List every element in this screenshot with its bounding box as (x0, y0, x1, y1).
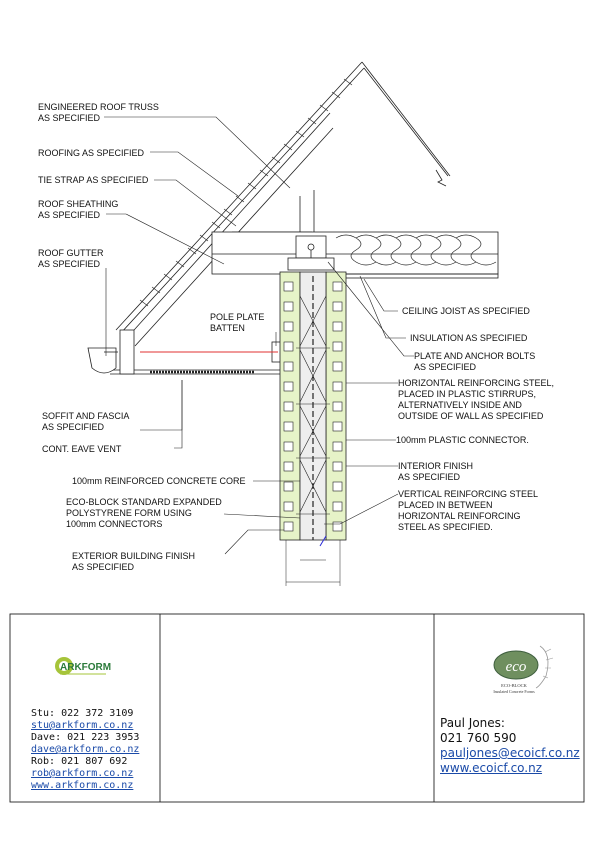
label-tie-strap: TIE STRAP AS SPECIFIED (38, 175, 149, 185)
contact-paul-name: Paul Jones: (440, 716, 505, 730)
contact-phone: 021 807 692 (61, 756, 128, 767)
contact-name: Rob: (31, 756, 56, 767)
contact-name: Stu: (31, 708, 56, 719)
svg-text:eco: eco (506, 659, 527, 675)
contact-dave: Dave: 021 223 3953 (31, 732, 139, 744)
label-eave-vent: CONT. EAVE VENT (42, 444, 122, 454)
title-block-frame (9, 613, 585, 803)
label-roof-truss: ENGINEERED ROOF TRUSS AS SPECIFIED (38, 102, 161, 123)
label-plastic-connector: 100mm PLASTIC CONNECTOR. (396, 435, 529, 445)
label-concrete-core: 100mm REINFORCED CONCRETE CORE (72, 476, 246, 486)
email-link-paul[interactable]: pauljones@ecoicf.co.nz (440, 746, 580, 760)
contact-stu: Stu: 022 372 3109 (31, 708, 139, 720)
label-pole-plate: POLE PLATE BATTEN (210, 312, 267, 333)
email-link-stu[interactable]: stu@arkform.co.nz (31, 720, 134, 731)
contact-rob: Rob: 021 807 692 (31, 756, 139, 768)
label-roof-gutter: ROOF GUTTER AS SPECIFIED (38, 248, 106, 269)
label-soffit-fascia: SOFFIT AND FASCIA AS SPECIFIED (42, 411, 131, 432)
ecoblock-logo: eco ECO-BLOCK Insulated Concrete Forms (493, 645, 554, 694)
svg-text:Insulated Concrete Forms: Insulated Concrete Forms (493, 689, 535, 694)
contact-name: Dave: (31, 732, 62, 743)
label-plate-bolts: PLATE AND ANCHOR BOLTS AS SPECIFIED (414, 351, 538, 372)
ecoblock-contact: Paul Jones: 021 760 590 pauljones@ecoicf… (440, 716, 580, 776)
label-insulation: INSULATION AS SPECIFIED (410, 333, 528, 343)
arkform-logo: ARKFORM (55, 657, 111, 675)
website-link-arkform[interactable]: www.arkform.co.nz (31, 780, 134, 791)
contact-phone: 022 372 3109 (61, 708, 134, 719)
arkform-contacts: Stu: 022 372 3109 stu@arkform.co.nz Dave… (31, 708, 139, 792)
svg-text:ECO-BLOCK: ECO-BLOCK (501, 683, 528, 688)
icf-wall (279, 271, 347, 586)
annotation-labels: ENGINEERED ROOF TRUSS AS SPECIFIED ROOFI… (38, 102, 557, 572)
label-eps-form: ECO-BLOCK STANDARD EXPANDED POLYSTYRENE … (66, 497, 224, 529)
label-horizontal-steel: HORIZONTAL REINFORCING STEEL, PLACED IN … (398, 378, 557, 421)
email-link-rob[interactable]: rob@arkform.co.nz (31, 768, 134, 779)
label-ceiling-joist: CEILING JOIST AS SPECIFIED (402, 306, 530, 316)
label-interior-finish: INTERIOR FINISH AS SPECIFIED (398, 461, 476, 482)
contact-phone: 021 223 3953 (67, 732, 140, 743)
contact-paul-phone: 021 760 590 (440, 731, 517, 745)
website-link-ecoicf[interactable]: www.ecoicf.co.nz (440, 761, 543, 775)
label-exterior-finish: EXTERIOR BUILDING FINISH AS SPECIFIED (72, 551, 198, 572)
svg-text:ARKFORM: ARKFORM (60, 662, 111, 673)
label-roofing: ROOFING AS SPECIFIED (38, 148, 145, 158)
email-link-dave[interactable]: dave@arkform.co.nz (31, 744, 140, 755)
label-roof-sheathing: ROOF SHEATHING AS SPECIFIED (38, 199, 121, 220)
leader-lines (104, 116, 414, 555)
roof-assembly (87, 61, 499, 375)
label-vertical-steel: VERTICAL REINFORCING STEEL PLACED IN BET… (398, 489, 540, 532)
